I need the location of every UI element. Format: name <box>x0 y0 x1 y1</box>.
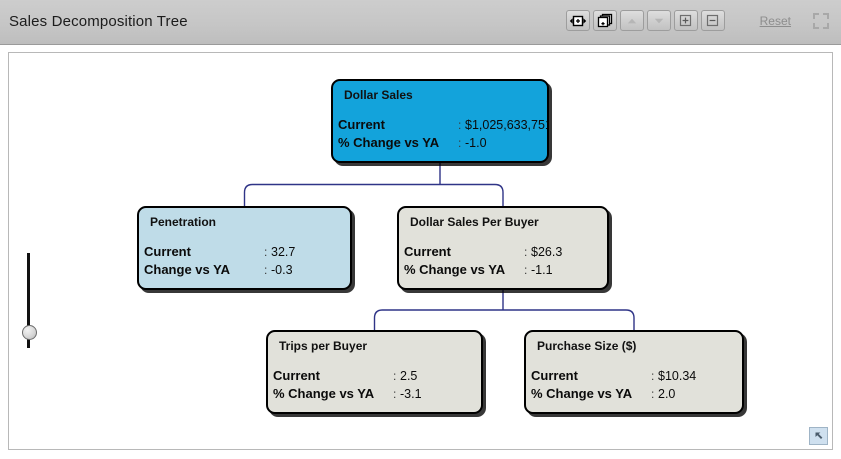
tree-edge <box>503 309 635 330</box>
arrow-down-icon[interactable] <box>646 10 671 31</box>
tree-node-metric-row: Current:2.5 <box>273 368 477 386</box>
tree-node-metric-row: Current:$10.34 <box>531 368 738 386</box>
metric-separator: : <box>393 387 397 401</box>
zoom-in-icon[interactable] <box>673 10 698 31</box>
title-bar: Sales Decomposition Tree <box>0 0 841 45</box>
metric-separator: : <box>651 387 655 401</box>
tree-node-metric-row: % Change vs YA:2.0 <box>531 386 738 404</box>
metric-value: -3.1 <box>400 387 422 401</box>
arrow-up-icon[interactable] <box>619 10 644 31</box>
fullscreen-icon[interactable] <box>811 11 831 31</box>
metric-value: 2.5 <box>400 369 418 383</box>
metric-value: -0.3 <box>271 263 293 277</box>
metric-separator: : <box>651 369 655 383</box>
expand-horizontal-icon[interactable] <box>565 10 590 31</box>
metric-separator: : <box>524 263 528 277</box>
metric-value: 32.7 <box>271 245 296 259</box>
metric-separator: : <box>393 369 397 383</box>
tree-edge <box>373 309 503 330</box>
tree-node-metric-row: Current:$1,025,633,751 <box>338 117 547 135</box>
tree-node-metric-row: % Change vs YA:-1.1 <box>404 262 603 280</box>
metric-label: % Change vs YA <box>338 135 440 150</box>
metric-label: Current <box>144 244 191 259</box>
tree-node-metrics: Current:$10.34% Change vs YA:2.0 <box>531 368 738 404</box>
tree-node-metrics: Current:$1,025,633,751% Change vs YA:-1.… <box>338 117 547 153</box>
metric-label: % Change vs YA <box>273 386 375 401</box>
metric-label: % Change vs YA <box>404 262 506 277</box>
metric-label: Current <box>531 368 578 383</box>
tree-node-title: Trips per Buyer <box>279 339 368 353</box>
metric-label: % Change vs YA <box>531 386 633 401</box>
tree-node-metrics: Current:$26.3% Change vs YA:-1.1 <box>404 244 603 280</box>
reset-button[interactable]: Reset <box>759 13 791 28</box>
tree-node-title: Dollar Sales <box>344 88 413 102</box>
metric-separator: : <box>264 263 268 277</box>
tree-node-title: Purchase Size ($) <box>537 339 637 353</box>
tree-node-metric-row: % Change vs YA:-3.1 <box>273 386 477 404</box>
metric-label: Current <box>404 244 451 259</box>
cascade-windows-icon[interactable] <box>592 10 617 31</box>
page-title: Sales Decomposition Tree <box>9 13 188 30</box>
tree-edge <box>440 183 504 206</box>
tree-node-purchase-size[interactable]: Purchase Size ($)Current:$10.34% Change … <box>524 330 744 414</box>
metric-label: Current <box>338 117 385 132</box>
metric-value: $26.3 <box>531 245 563 259</box>
tree-node-metric-row: Current:$26.3 <box>404 244 603 262</box>
metric-value: $10.34 <box>658 369 697 383</box>
zoom-slider[interactable] <box>19 253 39 348</box>
tree-node-metrics: Current:2.5% Change vs YA:-3.1 <box>273 368 477 404</box>
tree-node-title: Dollar Sales Per Buyer <box>410 215 539 229</box>
tree-edge <box>243 183 440 206</box>
metric-value: $1,025,633,751 <box>465 118 549 132</box>
metric-value: -1.0 <box>465 136 487 150</box>
zoom-out-icon[interactable] <box>700 10 725 31</box>
metric-separator: : <box>458 136 462 150</box>
tree-node-metric-row: Change vs YA:-0.3 <box>144 262 346 280</box>
metric-separator: : <box>458 118 462 132</box>
metric-separator: : <box>264 245 268 259</box>
tree-node-metric-row: Current:32.7 <box>144 244 346 262</box>
zoom-slider-handle[interactable] <box>22 325 37 340</box>
zoom-slider-track <box>27 253 30 348</box>
restore-icon[interactable] <box>809 427 828 445</box>
tree-node-metric-row: % Change vs YA:-1.0 <box>338 135 543 153</box>
metric-value: -1.1 <box>531 263 553 277</box>
metric-label: Change vs YA <box>144 262 230 277</box>
tree-node-title: Penetration <box>150 215 217 229</box>
toolbar: Reset <box>565 10 835 31</box>
metric-label: Current <box>273 368 320 383</box>
metric-value: 2.0 <box>658 387 676 401</box>
metric-separator: : <box>524 245 528 259</box>
